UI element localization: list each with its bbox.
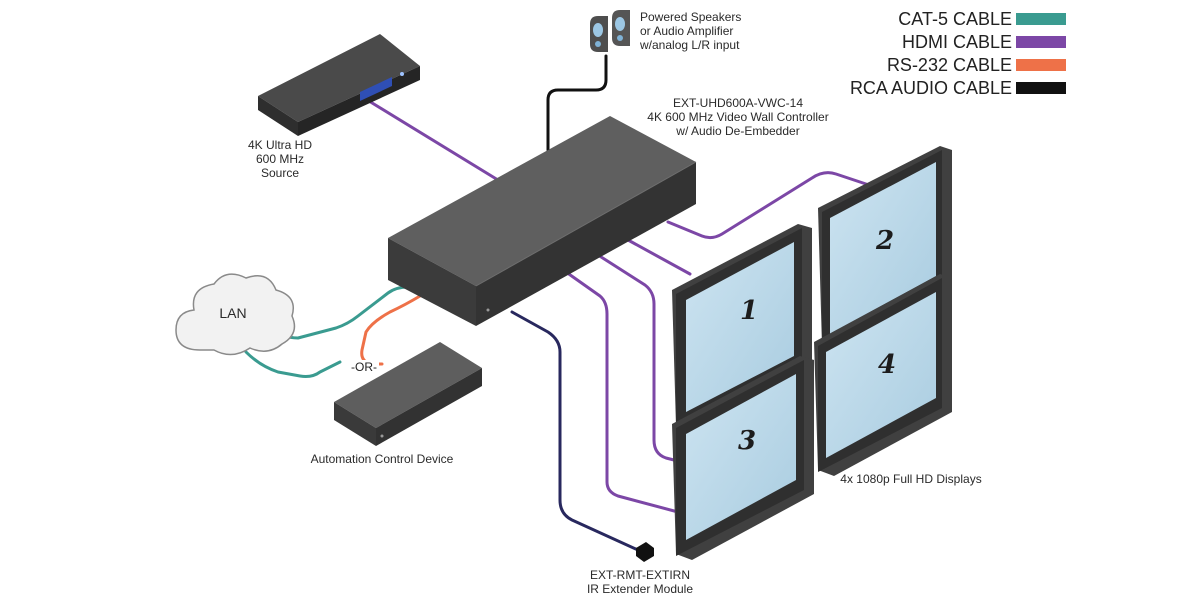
hdmi-cable-display-4 — [564, 270, 680, 514]
ir-extender-desc-label: IR Extender Module — [586, 582, 694, 596]
controller-model-label: EXT-UHD600A-VWC-14 — [672, 96, 804, 110]
display-3 — [672, 356, 814, 560]
cat5-cable-lan-automation — [244, 350, 342, 378]
hdmi-cable-source — [362, 96, 500, 182]
legend-item-cat5: CAT-5 CABLE — [836, 8, 1066, 32]
source-label-line: 600 MHz — [255, 152, 305, 166]
displays-label: 4x 1080p Full HD Displays — [840, 472, 982, 486]
source-label-line: Source — [260, 166, 300, 180]
or-label: -OR- — [349, 360, 379, 374]
speakers-icon — [590, 10, 630, 52]
ir-extender-label: EXT-RMT-EXTIRN IR Extender Module — [570, 568, 710, 596]
legend-swatch-cat5 — [1016, 13, 1066, 25]
display-number-2: 2 — [876, 226, 895, 256]
speakers-label-line: or Audio Amplifier — [640, 24, 734, 38]
legend-item-rs232: RS-232 CABLE — [836, 54, 1066, 78]
legend-label: HDMI CABLE — [901, 32, 1012, 52]
source-label: 4K Ultra HD 600 MHz Source — [232, 138, 328, 180]
hdmi-cable-display-3 — [596, 253, 684, 464]
legend-swatch-rca — [1016, 82, 1066, 94]
display-wall — [672, 146, 952, 560]
legend-swatch-hdmi — [1016, 36, 1066, 48]
display-number-4: 4 — [878, 350, 897, 380]
speakers-label-line: w/analog L/R input — [640, 38, 740, 52]
ir-extender-module — [636, 542, 654, 562]
display-number-3: 3 — [738, 426, 757, 456]
controller-desc-label: 4K 600 MHz Video Wall Controller — [647, 110, 829, 124]
speakers-label: Powered Speakers or Audio Amplifier w/an… — [640, 10, 741, 52]
ir-extender-model-label: EXT-RMT-EXTIRN — [589, 568, 690, 582]
legend-label: RCA AUDIO CABLE — [849, 78, 1012, 98]
4k-source-device — [258, 34, 420, 136]
ir-extender-cable — [510, 310, 640, 552]
display-4 — [814, 274, 952, 476]
display-number-1: 1 — [740, 296, 759, 326]
hdmi-cable-display-2 — [666, 171, 874, 240]
rca-audio-cable — [546, 54, 608, 152]
legend-label: CAT-5 CABLE — [898, 9, 1012, 29]
video-wall-controller-device — [388, 116, 697, 326]
speakers-label-line: Powered Speakers — [640, 10, 742, 24]
legend-item-rca: RCA AUDIO CABLE — [836, 77, 1066, 101]
lan-cloud-icon — [175, 273, 296, 356]
automation-label: Automation Control Device — [310, 452, 454, 466]
automation-control-device — [334, 342, 482, 446]
lan-label: LAN — [219, 305, 247, 321]
hdmi-cable-display-1 — [626, 238, 692, 276]
legend-swatch-rs232 — [1016, 59, 1066, 71]
legend-item-hdmi: HDMI CABLE — [836, 31, 1066, 55]
controller-label: EXT-UHD600A-VWC-14 4K 600 MHz Video Wall… — [628, 96, 848, 138]
controller-desc-label: w/ Audio De-Embedder — [676, 124, 800, 138]
source-label-line: 4K Ultra HD — [247, 138, 312, 152]
legend-label: RS-232 CABLE — [886, 55, 1012, 75]
